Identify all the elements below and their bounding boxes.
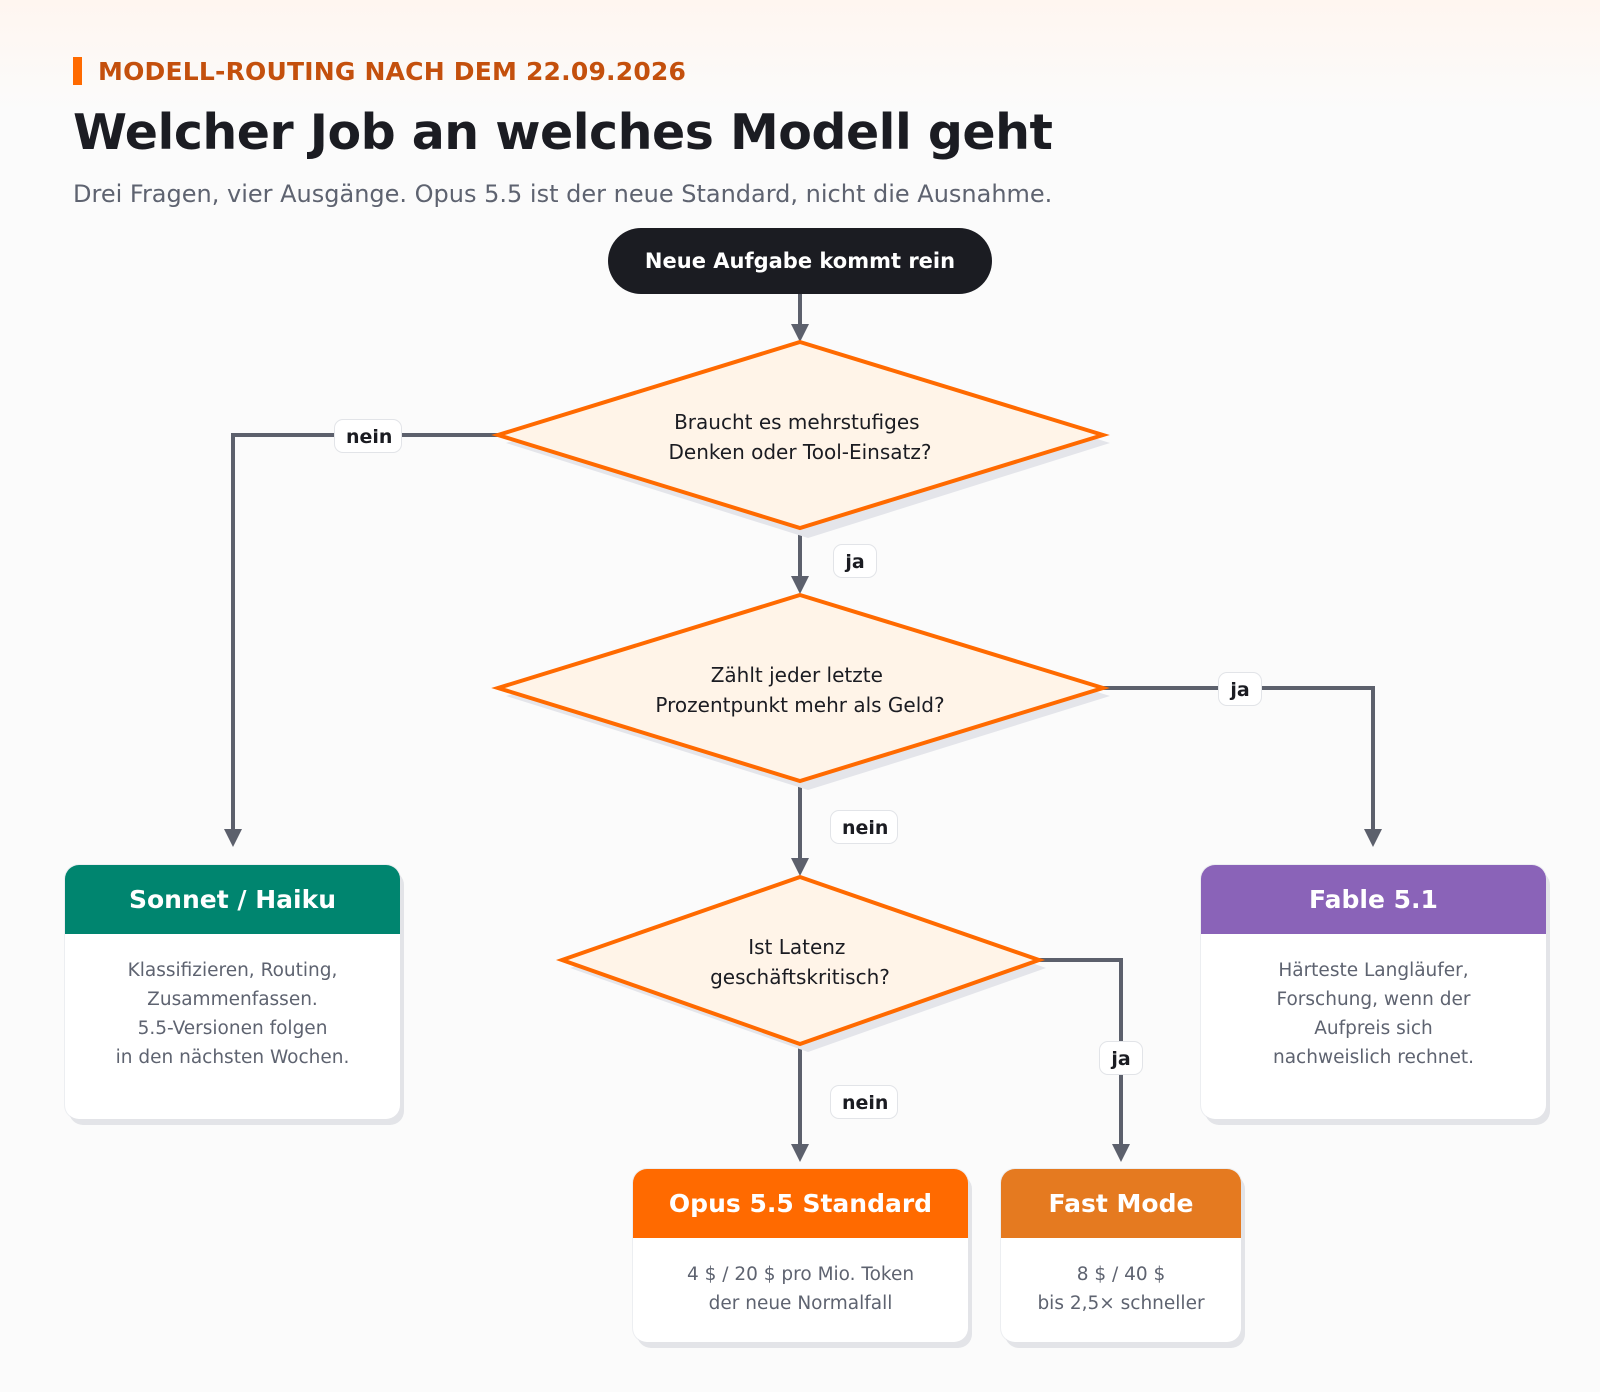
outcome-card-opus-standard: Opus 5.5 Standard 4 $ / 20 $ pro Mio. To…: [633, 1169, 968, 1342]
edge-label-q1-no: nein: [334, 419, 402, 453]
outcome-card-opus-standard-title: Opus 5.5 Standard: [633, 1169, 968, 1238]
outcome-card-fable-description: Härteste Langläufer, Forschung, wenn der…: [1201, 934, 1546, 1072]
edge-label-q1-yes: ja: [833, 544, 877, 578]
outcome-card-line: Klassifizieren, Routing,: [127, 960, 338, 981]
page-title: Welcher Job an welches Modell geht: [73, 104, 1053, 161]
decision-q1-text: Braucht es mehrstufiges Denken oder Tool…: [669, 410, 932, 464]
connector-q1-no: [224, 433, 498, 847]
outcome-card-fast-mode-title: Fast Mode: [1001, 1169, 1241, 1238]
edge-label-q3-yes: ja: [1099, 1041, 1143, 1075]
decision-diamond-q1: [491, 339, 1110, 531]
outcome-card-fast-mode: Fast Mode 8 $ / 40 $ bis 2,5× schneller: [1001, 1169, 1241, 1342]
connector-q3-yes: [1039, 958, 1130, 1162]
outcome-card-line: der neue Normalfall: [708, 1293, 893, 1314]
outcome-card-line: Forschung, wenn der: [1276, 989, 1471, 1010]
outcome-card-line: bis 2,5× schneller: [1037, 1293, 1205, 1314]
decision-q2-text: Zählt jeder letzte Prozentpunkt mehr als…: [655, 663, 944, 717]
outcome-card-sonnet-haiku-description: Klassifizieren, Routing, Zusammenfassen.…: [65, 934, 400, 1072]
kicker-accent-bar: [73, 57, 82, 85]
decision-diamond-q2: [491, 592, 1110, 784]
decision-q2-line-2: Prozentpunkt mehr als Geld?: [655, 693, 944, 717]
outcome-card-opus-standard-description: 4 $ / 20 $ pro Mio. Token der neue Norma…: [633, 1238, 968, 1318]
outcome-card-line: 4 $ / 20 $ pro Mio. Token: [686, 1264, 915, 1285]
outcome-card-line: in den nächsten Wochen.: [115, 1047, 350, 1068]
connector-q2-yes: [1103, 686, 1382, 847]
decision-q3-text: Ist Latenz geschäftskritisch?: [710, 935, 890, 989]
edge-label-q2-no: nein: [830, 810, 898, 844]
start-node: [608, 228, 992, 294]
outcome-card-line: Aufpreis sich: [1314, 1018, 1433, 1039]
decision-q2-line-1: Zählt jeder letzte: [711, 663, 883, 687]
edge-label-q3-no: nein: [830, 1085, 898, 1119]
kicker-text: MODELL-ROUTING NACH DEM 22.09.2026: [98, 56, 687, 86]
page-subtitle: Drei Fragen, vier Ausgänge. Opus 5.5 ist…: [73, 180, 1053, 208]
kicker: MODELL-ROUTING NACH DEM 22.09.2026: [73, 56, 686, 86]
start-node-label: Neue Aufgabe kommt rein: [645, 249, 955, 273]
outcome-card-line: 5.5-Versionen folgen: [137, 1018, 328, 1039]
decision-diamond-q3: [555, 874, 1046, 1047]
decision-q1-line-1: Braucht es mehrstufiges: [674, 410, 919, 434]
outcome-card-line: Zusammenfassen.: [147, 989, 318, 1010]
outcome-card-line: nachweislich rechnet.: [1272, 1047, 1475, 1068]
outcome-card-fast-mode-description: 8 $ / 40 $ bis 2,5× schneller: [1001, 1238, 1241, 1318]
decision-q1-line-2: Denken oder Tool-Einsatz?: [669, 440, 932, 464]
outcome-card-sonnet-haiku: Sonnet / Haiku Klassifizieren, Routing, …: [65, 865, 400, 1119]
outcome-card-line: Härteste Langläufer,: [1278, 960, 1469, 981]
outcome-card-fable: Fable 5.1 Härteste Langläufer, Forschung…: [1201, 865, 1546, 1119]
edge-label-q2-yes: ja: [1218, 672, 1262, 706]
outcome-card-fable-title: Fable 5.1: [1201, 865, 1546, 934]
outcome-card-sonnet-haiku-title: Sonnet / Haiku: [65, 865, 400, 934]
decision-q3-line-1: Ist Latenz: [748, 935, 845, 959]
outcome-card-line: 8 $ / 40 $: [1076, 1264, 1166, 1285]
decision-q3-line-2: geschäftskritisch?: [710, 965, 890, 989]
